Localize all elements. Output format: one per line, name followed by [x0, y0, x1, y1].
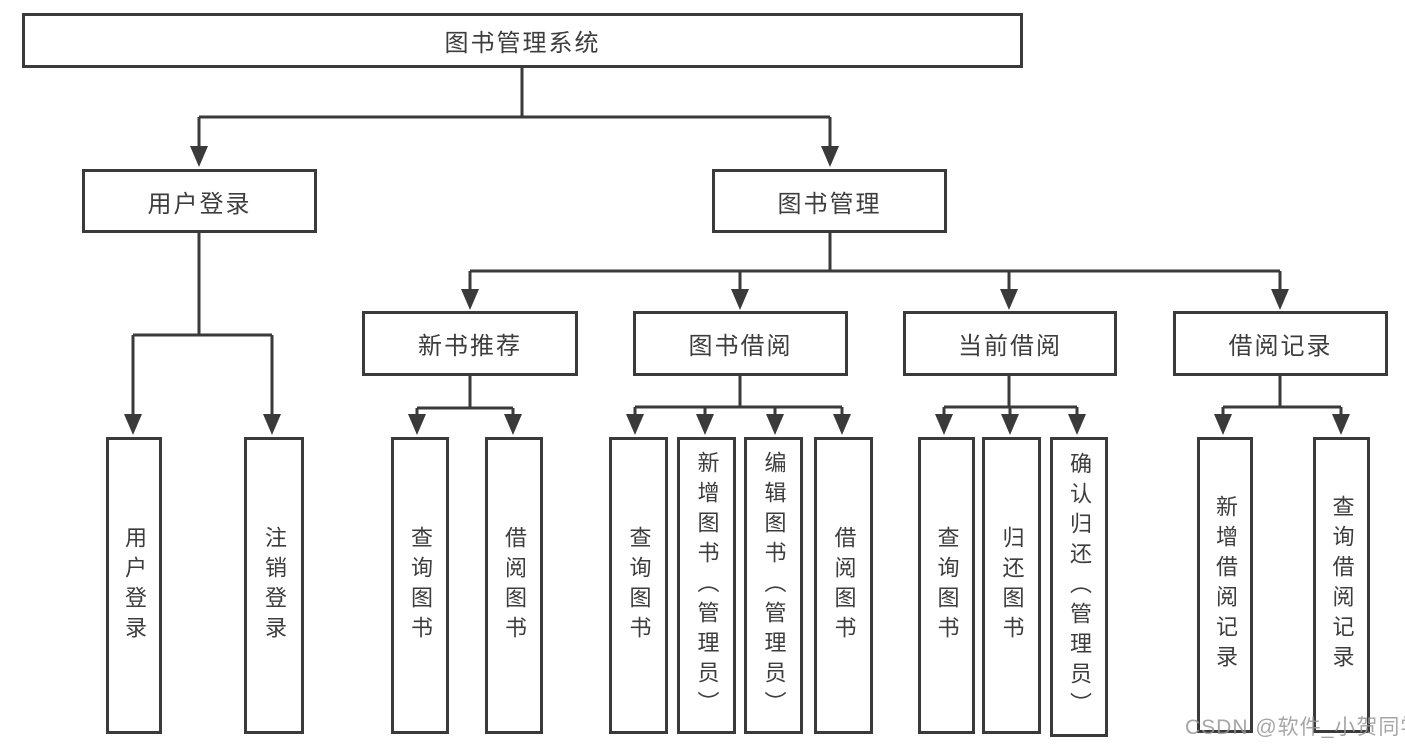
node-library-management-system: 图书管理系统	[22, 13, 1023, 68]
node-borrow-books-borrowing: 借阅图书	[814, 437, 873, 734]
node-logout: 注销登录	[244, 437, 304, 734]
node-new-book-recommendation: 新书推荐	[362, 311, 578, 376]
node-query-books-recommend: 查询图书	[391, 437, 449, 734]
node-query-books-current: 查询图书	[918, 437, 975, 734]
node-user-login-leaf: 用户登录	[106, 437, 162, 734]
node-current-borrowing: 当前借阅	[903, 311, 1117, 376]
node-confirm-return-admin: 确认归还（管理员）	[1050, 437, 1108, 737]
node-book-management: 图书管理	[712, 169, 947, 233]
node-query-books-borrowing: 查询图书	[609, 437, 668, 734]
node-add-books-admin: 新增图书（管理员）	[677, 437, 736, 734]
node-return-books: 归还图书	[982, 437, 1041, 734]
node-add-borrow-record: 新增借阅记录	[1197, 437, 1253, 733]
node-user-login: 用户登录	[82, 169, 317, 233]
node-query-borrow-record: 查询借阅记录	[1313, 437, 1370, 733]
node-edit-books-admin: 编辑图书（管理员）	[744, 437, 803, 734]
arrowheads	[124, 146, 1350, 435]
watermark-csdn: CSDN @软件_小贺同学	[1185, 716, 1405, 739]
node-book-borrowing: 图书借阅	[633, 311, 848, 376]
node-borrowing-records: 借阅记录	[1173, 311, 1388, 376]
node-borrow-books-recommend: 借阅图书	[485, 437, 543, 734]
